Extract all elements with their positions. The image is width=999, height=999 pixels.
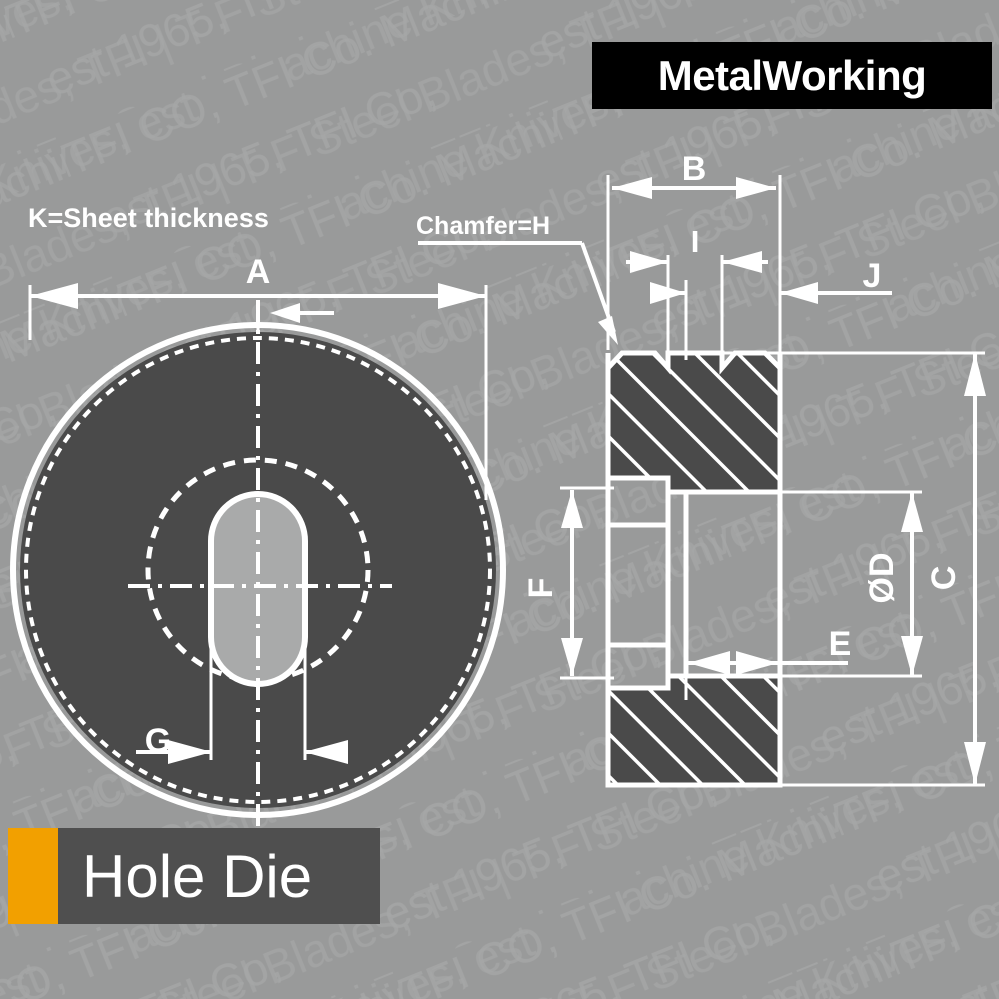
dimension-label-b: B <box>682 150 707 188</box>
dimension-label-c: C <box>925 566 963 591</box>
dimension-label-i: I <box>691 224 700 259</box>
dashed-outer-circle <box>24 336 492 804</box>
dimension-e <box>684 600 848 700</box>
dimension-j <box>650 280 892 360</box>
sheet-thickness-arrow <box>256 300 334 330</box>
dimension-i <box>626 251 768 358</box>
dimension-b <box>606 175 782 350</box>
dimension-c <box>964 353 986 785</box>
dimension-g <box>136 640 348 764</box>
brand-title: MetalWorking <box>657 51 927 99</box>
note-sheet-thickness: K=Sheet thickness <box>28 203 269 233</box>
dimension-label-g: G <box>145 722 171 760</box>
title-plate: Hole Die <box>58 828 380 924</box>
dimension-label-d: ØD <box>863 553 901 604</box>
dimension-d <box>901 492 923 676</box>
dimension-label-e: E <box>829 625 852 663</box>
page-title: Hole Die <box>82 842 313 910</box>
dimension-label-f: F <box>522 578 560 599</box>
dimension-a <box>28 283 488 500</box>
dimension-label-j: J <box>863 257 882 295</box>
section-view <box>418 175 986 788</box>
front-view <box>10 283 506 855</box>
brand-banner: MetalWorking <box>592 42 992 109</box>
note-chamfer: Chamfer=H <box>416 212 551 240</box>
dimension-label-a: A <box>246 253 271 291</box>
title-accent-block <box>8 828 58 924</box>
dimension-f <box>560 486 614 680</box>
